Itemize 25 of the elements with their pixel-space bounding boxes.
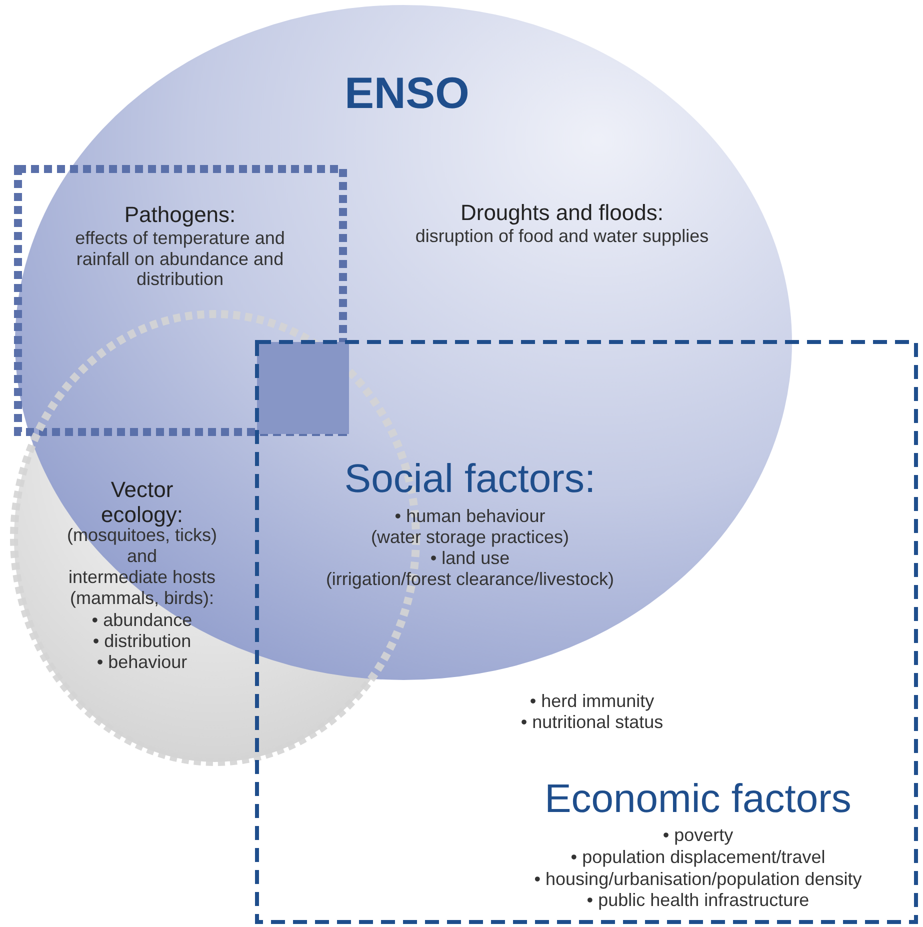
text-label: (irrigation/forest clearance/livestock) [324, 569, 616, 590]
heading-label: Economic factors [544, 776, 852, 822]
text-label: • housing/urbanisation/population density [533, 869, 863, 890]
title-label: ENSO [344, 68, 470, 120]
text-label: • poverty [662, 825, 734, 846]
text-label: intermediate hosts [67, 567, 217, 588]
heading-label: Droughts and floods: [459, 200, 665, 226]
text-label: • human behaviour [394, 506, 546, 527]
text-label: • public health infrastructure [586, 890, 810, 911]
text-label: • land use [429, 548, 511, 569]
text-label: disruption of food and water supplies [414, 226, 710, 247]
text-label: • herd immunity [528, 691, 656, 712]
text-label: • population displacement/travel [570, 847, 826, 868]
text-label: • nutritional status [520, 712, 664, 733]
text-label: • abundance [90, 610, 194, 631]
text-label: and [126, 546, 158, 567]
heading-label: Pathogens: [123, 202, 237, 228]
text-label: effects of temperature and rainfall on abundance and distribution [74, 228, 286, 290]
text-label: • behaviour [96, 652, 188, 673]
text-label: (mosquitoes, ticks) [66, 525, 218, 546]
heading-label: Vector ecology: [100, 476, 184, 528]
text-label: (water storage practices) [370, 527, 570, 548]
heading-label: Social factors: [343, 456, 597, 502]
text-label: (mammals, birds): [68, 588, 215, 609]
text-label: • distribution [92, 631, 192, 652]
